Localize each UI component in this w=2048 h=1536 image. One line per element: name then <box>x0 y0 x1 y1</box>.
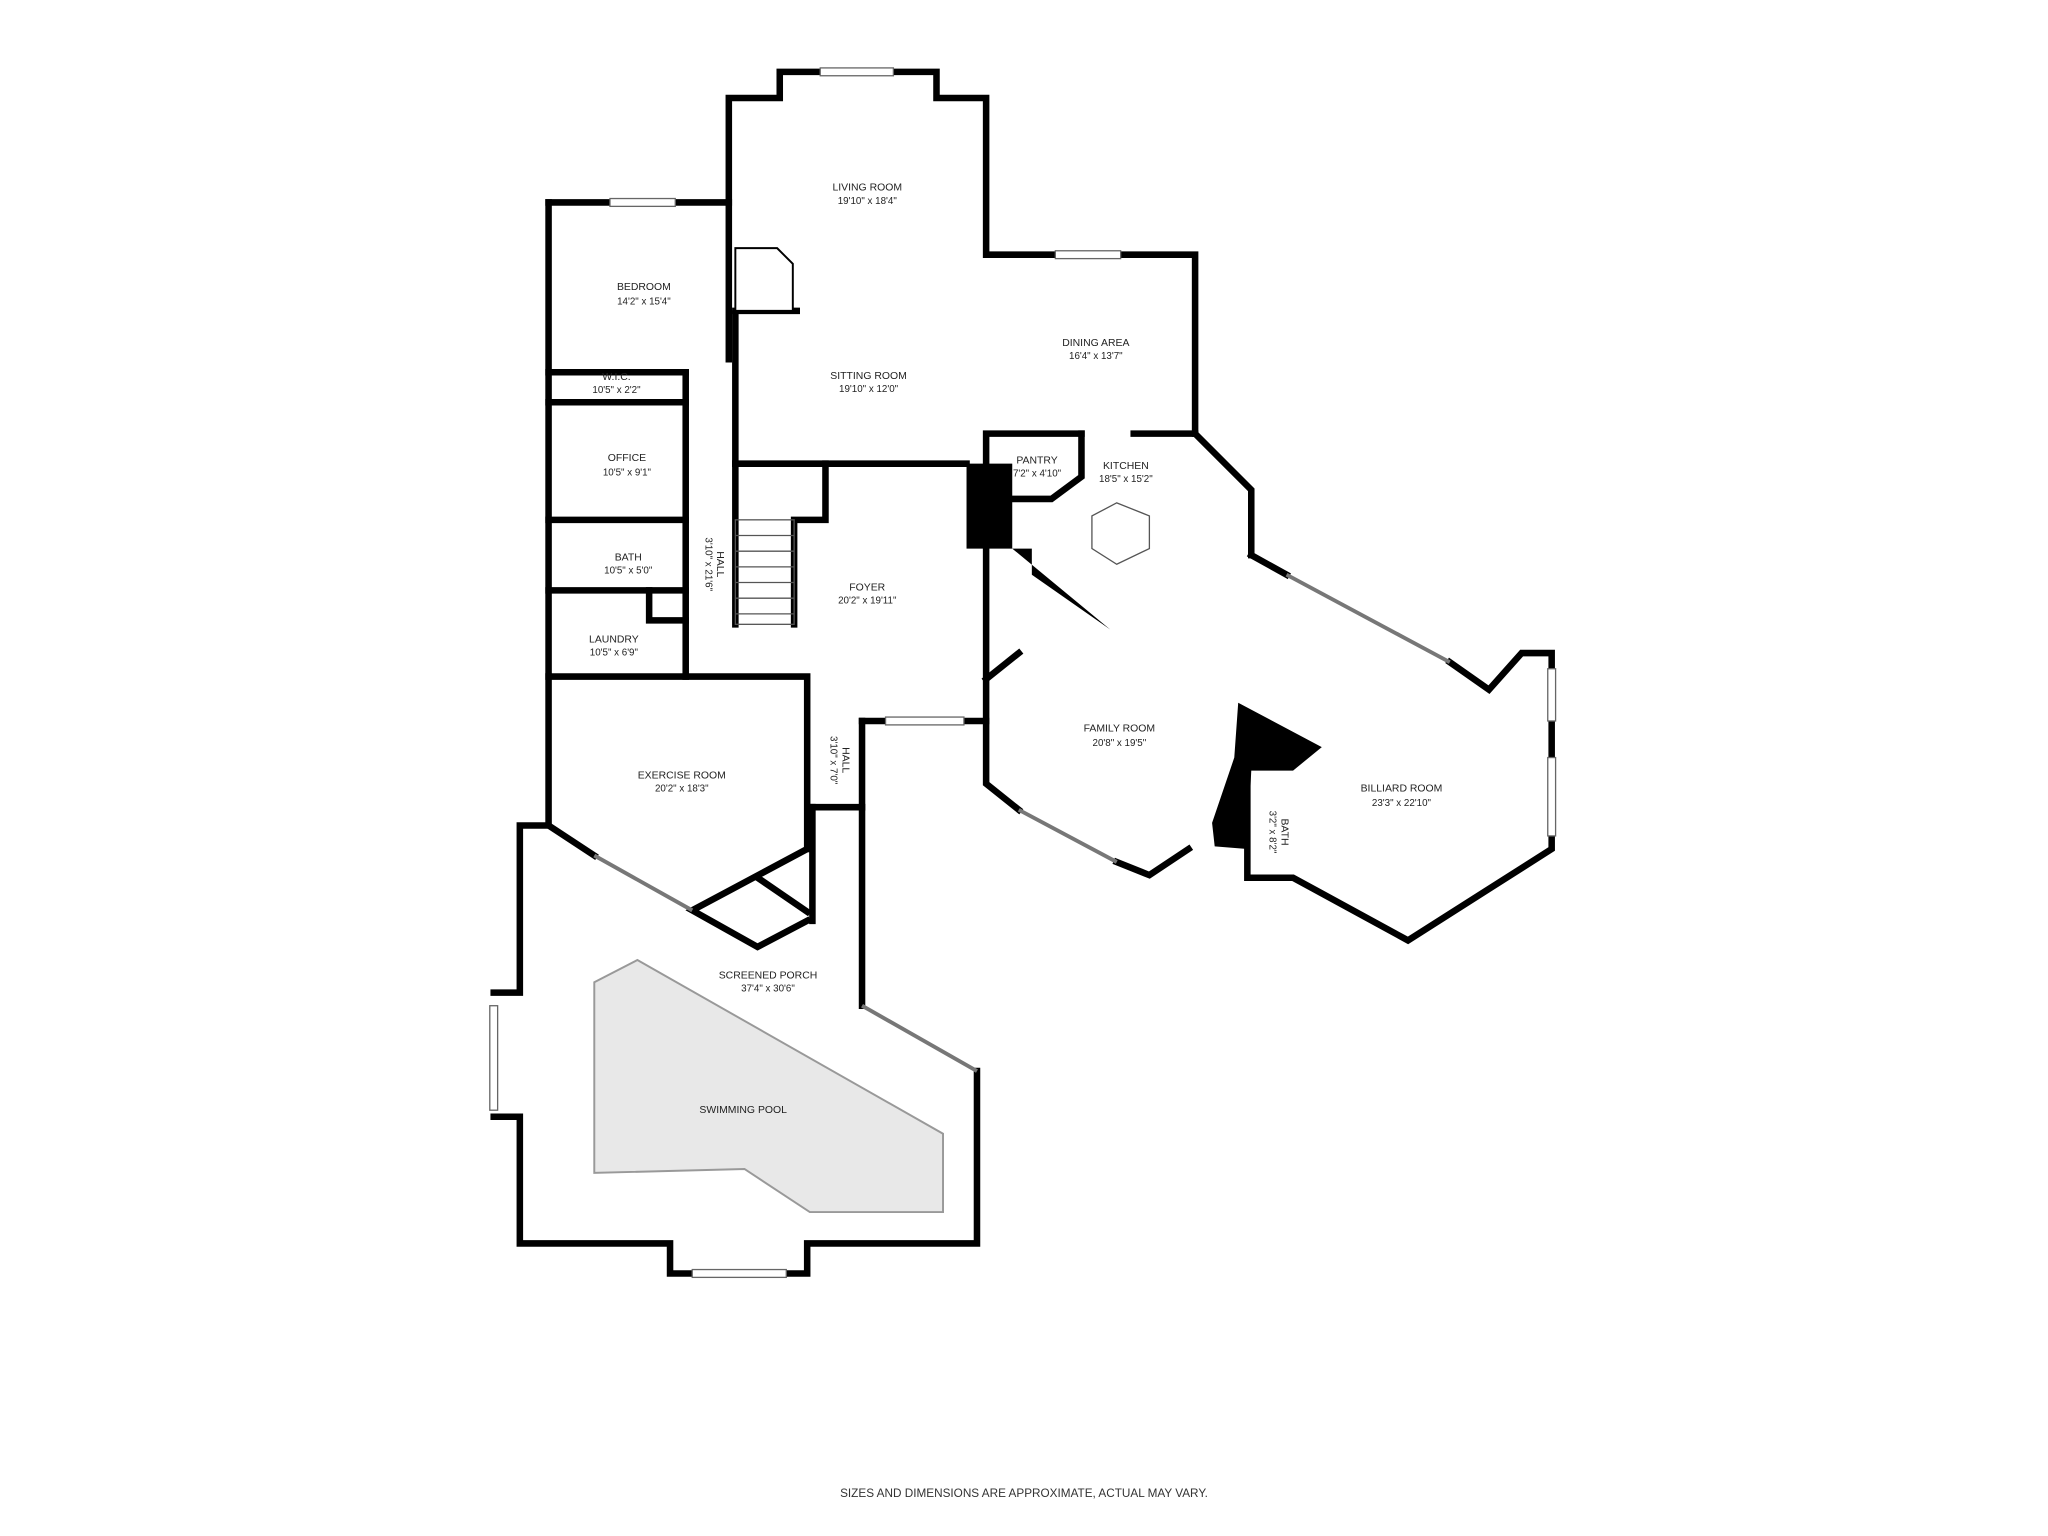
swimming-pool-label: SWIMMING POOL <box>699 1105 787 1116</box>
dining-area-dim: 16'4" x 13'7" <box>1069 351 1123 362</box>
sitting-room-dim: 19'10" x 12'0" <box>839 384 899 395</box>
office-label: OFFICE <box>608 453 646 464</box>
living-room-dim: 19'10" x 18'4" <box>838 196 898 207</box>
screened-porch-label: SCREENED PORCH <box>719 970 818 981</box>
bedroom-label: BEDROOM <box>617 282 671 293</box>
bath-2-label: BATH <box>1278 818 1289 845</box>
hall-1-dim: 3'10" x 21'6" <box>702 537 713 591</box>
hall-2-label: HALL <box>839 747 850 773</box>
kitchen-label: KITCHEN <box>1103 461 1149 472</box>
wic-dim: 10'5" x 2'2" <box>592 385 641 396</box>
foyer-dim: 20'2" x 19'11" <box>838 595 897 606</box>
windows <box>489 67 1557 1279</box>
fireplace <box>966 463 1111 630</box>
bath-2-dim: 3'2" x 8'2" <box>1267 811 1278 854</box>
sitting-room-label: SITTING ROOM <box>830 371 907 382</box>
kitchen-island <box>1091 502 1151 565</box>
exercise-room-label: EXERCISE ROOM <box>638 770 726 781</box>
staircase <box>734 519 795 625</box>
bath-label: BATH <box>615 552 642 563</box>
pantry-dim: 7'2" x 4'10" <box>1013 469 1062 480</box>
bedroom-dim: 14'2" x 15'4" <box>617 296 671 307</box>
dining-area-label: DINING AREA <box>1062 338 1129 349</box>
foyer-label: FOYER <box>849 582 885 593</box>
hall-1-label: HALL <box>714 551 725 577</box>
fireplace-hatched <box>734 247 794 312</box>
wic-label: W.I.C. <box>602 372 630 383</box>
laundry-dim: 10'5" x 6'9" <box>590 648 639 659</box>
billiard-room-dim: 23'3" x 22'10" <box>1372 798 1432 809</box>
exercise-room-dim: 20'2" x 18'3" <box>655 784 709 795</box>
screened-porch-dim: 37'4" x 30'6" <box>741 983 795 994</box>
family-room-dim: 20'8" x 19'5" <box>1093 738 1147 749</box>
kitchen-dim: 18'5" x 15'2" <box>1099 474 1153 485</box>
fireplace <box>1212 702 1322 849</box>
laundry-label: LAUNDRY <box>589 635 639 646</box>
family-room-label: FAMILY ROOM <box>1084 723 1156 734</box>
office-dim: 10'5" x 9'1" <box>603 467 652 478</box>
billiard-room-label: BILLIARD ROOM <box>1361 784 1443 795</box>
living-room-label: LIVING ROOM <box>832 183 902 194</box>
swimming-pool <box>593 958 944 1214</box>
hall-2-dim: 3'10" x 7'0" <box>828 736 839 785</box>
room-labels: LIVING ROOM 19'10" x 18'4" BEDROOM 14'2"… <box>589 183 1442 1116</box>
pantry-label: PANTRY <box>1016 456 1057 467</box>
disclaimer-footer: SIZES AND DIMENSIONS ARE APPROXIMATE, AC… <box>840 1487 1208 1500</box>
bath-dim: 10'5" x 5'0" <box>604 565 653 576</box>
